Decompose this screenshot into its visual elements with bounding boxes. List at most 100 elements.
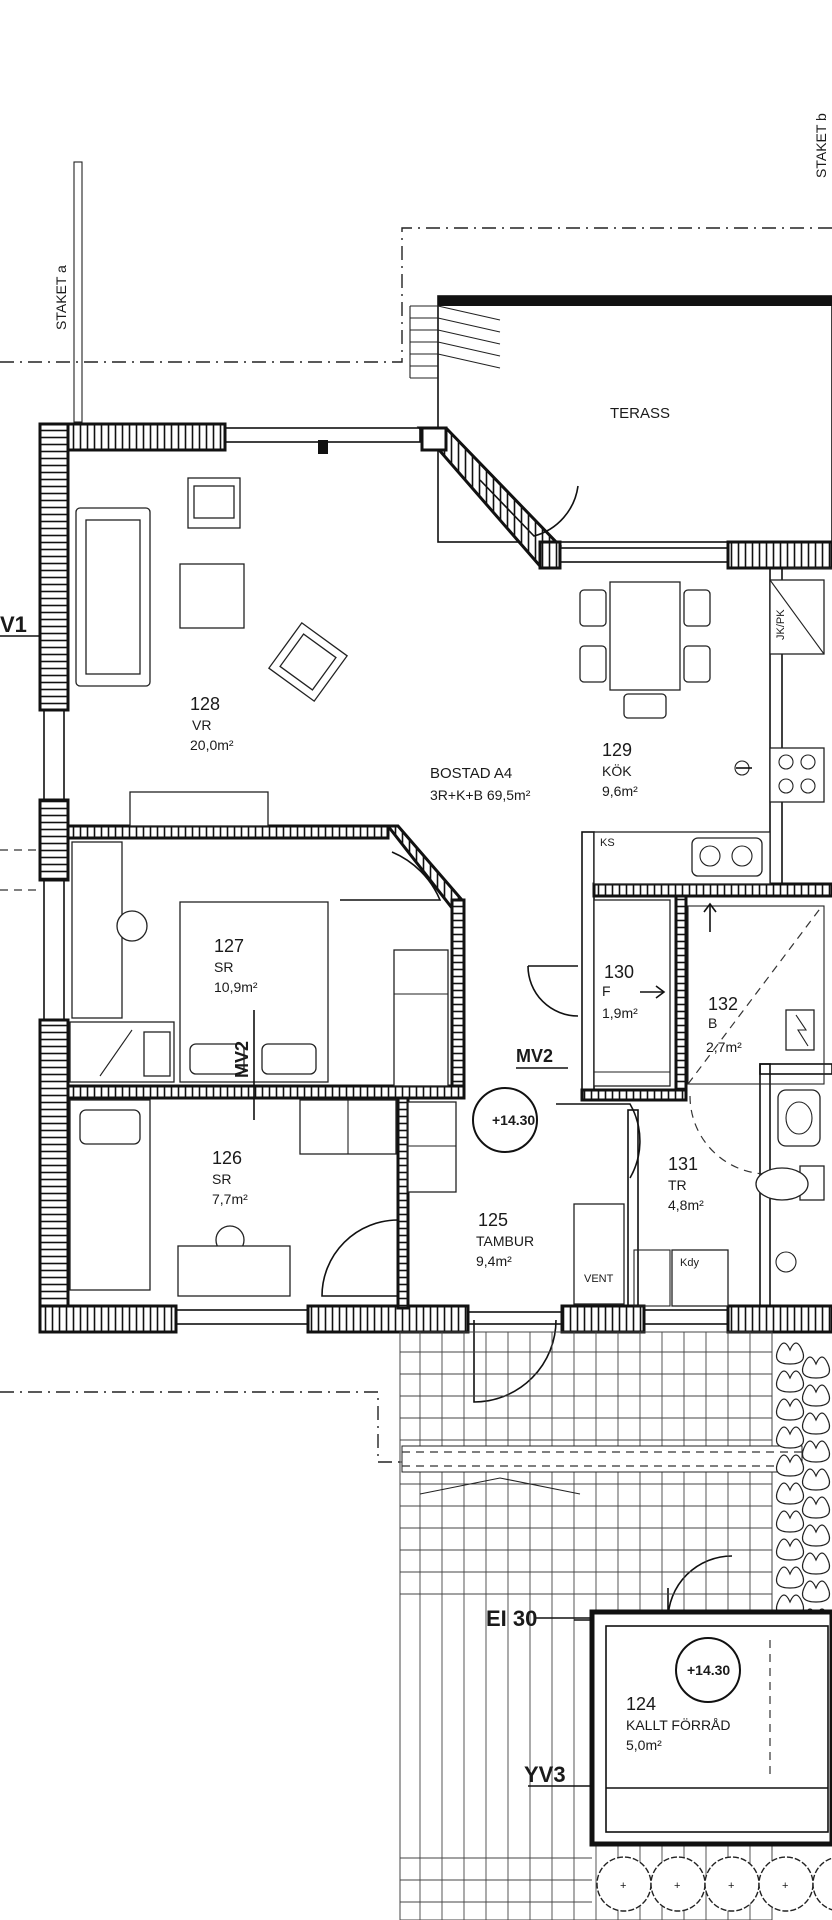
room-130-number: 130 bbox=[604, 962, 634, 982]
interior-walls bbox=[66, 567, 832, 1310]
mv2-left-label: MV2 bbox=[232, 1041, 252, 1078]
room-130-area: 1,9m² bbox=[602, 1005, 638, 1021]
fence-a bbox=[73, 161, 83, 423]
door-127 bbox=[340, 851, 442, 901]
room-132-number: 132 bbox=[708, 994, 738, 1014]
room-131-area: 4,8m² bbox=[668, 1197, 704, 1213]
bush-center-mark: + bbox=[782, 1880, 788, 1892]
room-129-area: 9,6m² bbox=[602, 783, 638, 799]
entry-door bbox=[473, 1319, 557, 1403]
entry-level-label: +14.30 bbox=[492, 1112, 535, 1128]
terrace-steps bbox=[409, 305, 501, 379]
sauna-132 bbox=[687, 905, 825, 1085]
doors bbox=[321, 479, 769, 1621]
wardrobe-127 bbox=[71, 841, 123, 1019]
ks-label: KS bbox=[600, 837, 615, 849]
shrub bbox=[775, 1398, 805, 1421]
dining-table bbox=[609, 581, 681, 691]
room-132-area: 2,7m² bbox=[706, 1039, 742, 1055]
shrub bbox=[775, 1454, 805, 1477]
wardrobe-127b bbox=[393, 949, 449, 1087]
furniture bbox=[69, 477, 825, 1307]
staket-a-label: STAKET a bbox=[53, 265, 69, 330]
sideboard bbox=[129, 791, 269, 827]
room-126-area: 7,7m² bbox=[212, 1191, 248, 1207]
terrace-label: TERASS bbox=[610, 405, 670, 422]
room-126-name: SR bbox=[212, 1171, 231, 1187]
room-127-number: 127 bbox=[214, 936, 244, 956]
shrub bbox=[775, 1538, 805, 1561]
kdy-label: Kdy bbox=[680, 1257, 699, 1269]
terrace-door bbox=[479, 479, 579, 537]
property-line-bottom bbox=[0, 1391, 400, 1463]
door-131 bbox=[556, 1103, 641, 1179]
room-128-number: 128 bbox=[190, 694, 220, 714]
vent-label: VENT bbox=[584, 1273, 614, 1285]
shrub bbox=[775, 1426, 805, 1449]
room-128-name: VR bbox=[192, 717, 211, 733]
shrub bbox=[775, 1510, 805, 1533]
apartment-type: 3R+K+B 69,5m² bbox=[430, 787, 531, 803]
vent-unit bbox=[573, 1203, 625, 1305]
door-126 bbox=[321, 1219, 399, 1297]
room-127-name: SR bbox=[214, 959, 233, 975]
mv2-mid-label: MV2 bbox=[516, 1046, 553, 1066]
yv-label: YV3 bbox=[524, 1762, 566, 1787]
jkpk-label: JK/PK bbox=[775, 609, 787, 640]
ei30-label: EI 30 bbox=[486, 1606, 537, 1631]
v1-label: V1 bbox=[0, 612, 27, 637]
laundry bbox=[671, 1249, 729, 1307]
closet-130 bbox=[593, 899, 671, 1087]
shrub bbox=[801, 1552, 831, 1575]
hedge bbox=[775, 1342, 831, 1631]
room-130-name: F bbox=[602, 983, 611, 999]
shrub bbox=[801, 1384, 831, 1407]
room-131-name: TR bbox=[668, 1177, 687, 1193]
washbasin bbox=[777, 1089, 821, 1147]
hall-wardrobe bbox=[407, 1101, 457, 1193]
toilet bbox=[755, 1167, 809, 1201]
shrub bbox=[775, 1566, 805, 1589]
bush-center-mark: + bbox=[674, 1880, 680, 1892]
property-line-top bbox=[0, 227, 832, 363]
storage-level-label: +14.30 bbox=[687, 1662, 730, 1678]
shrub bbox=[801, 1524, 831, 1547]
shrub bbox=[775, 1370, 805, 1393]
stove bbox=[769, 747, 825, 803]
apartment-name: BOSTAD A4 bbox=[430, 765, 512, 782]
shrub bbox=[801, 1468, 831, 1491]
shrub bbox=[775, 1342, 805, 1365]
room-124-number: 124 bbox=[626, 1694, 656, 1714]
shrub bbox=[801, 1580, 831, 1603]
staket-b-label: STAKET b bbox=[813, 113, 829, 178]
site-lines bbox=[0, 161, 832, 1463]
shrub bbox=[775, 1482, 805, 1505]
level-marker-entry bbox=[472, 1087, 538, 1153]
bush-center-mark: + bbox=[620, 1880, 626, 1892]
level-marker-storage bbox=[675, 1637, 741, 1703]
room-126-number: 126 bbox=[212, 1148, 242, 1168]
terrace bbox=[409, 295, 832, 543]
room-127-area: 10,9m² bbox=[214, 979, 258, 995]
room-124-area: 5,0m² bbox=[626, 1737, 662, 1753]
room-128-area: 20,0m² bbox=[190, 737, 234, 753]
room-124-name: KALLT FÖRRÅD bbox=[626, 1716, 731, 1733]
shrub bbox=[801, 1356, 831, 1379]
bushes: +++++ bbox=[596, 1856, 832, 1912]
shrub bbox=[801, 1496, 831, 1519]
shrub bbox=[801, 1412, 831, 1435]
shrub bbox=[801, 1440, 831, 1463]
door-130 bbox=[527, 965, 579, 1017]
bush-center-mark: + bbox=[728, 1880, 734, 1892]
bush bbox=[812, 1857, 832, 1911]
desk-126 bbox=[177, 1245, 291, 1297]
door-132 bbox=[689, 1095, 769, 1175]
room-125-area: 9,4m² bbox=[476, 1253, 512, 1269]
labels: STAKET a STAKET b TERASS V1 BOSTAD A4 3R… bbox=[0, 113, 829, 1787]
room-125-name: TAMBUR bbox=[476, 1233, 534, 1249]
coffee-table bbox=[179, 563, 245, 629]
room-131-number: 131 bbox=[668, 1154, 698, 1174]
room-125-number: 125 bbox=[478, 1210, 508, 1230]
lounge-chair bbox=[267, 621, 349, 703]
